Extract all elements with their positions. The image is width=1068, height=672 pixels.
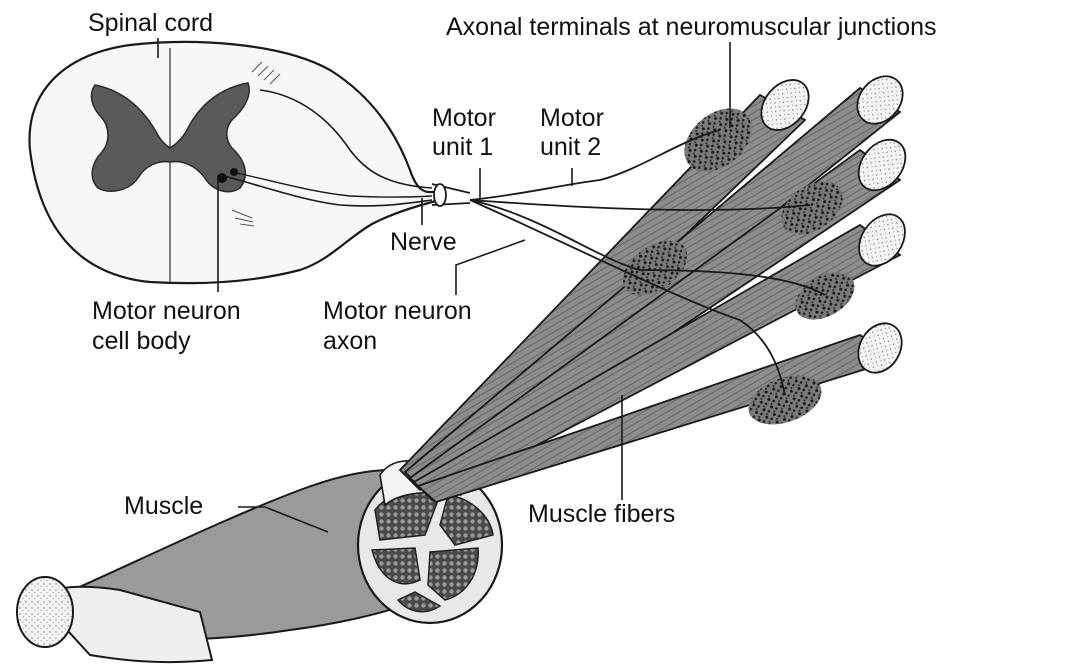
motor-neuron-cell-body-label-line2: cell body [92, 327, 191, 356]
nerve [432, 184, 470, 206]
motor-neuron-axon-label-line1: Motor neuron [323, 297, 472, 326]
nerve-label: Nerve [390, 228, 457, 257]
axonal-terminals-label: Axonal terminals at neuromuscular juncti… [446, 13, 937, 42]
motor-unit-1-label-line2: unit 1 [432, 133, 493, 162]
muscle-fibers-label: Muscle fibers [528, 500, 675, 529]
motor-neuron-cell-body-label-line1: Motor neuron [92, 297, 241, 326]
muscle-label: Muscle [124, 492, 203, 521]
motor-neuron-axon-label-line2: axon [323, 327, 377, 356]
motor-unit-1-label-line1: Motor [432, 104, 496, 133]
motor-unit-2-label-line1: Motor [540, 104, 604, 133]
motor-unit-2-label-line2: unit 2 [540, 133, 601, 162]
spinal-cord-label: Spinal cord [88, 9, 213, 38]
spinal-cord-section [30, 42, 440, 283]
